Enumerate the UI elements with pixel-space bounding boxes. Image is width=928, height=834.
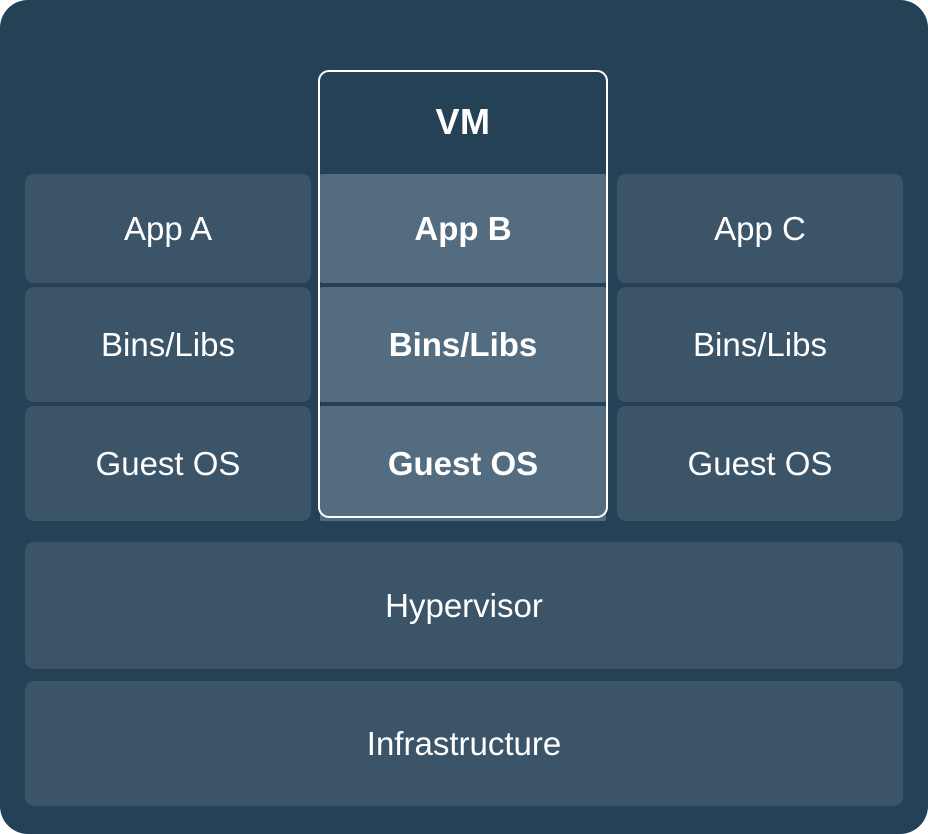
cell-label: App A (123, 209, 213, 247)
cell-label: Bins/Libs (101, 325, 235, 363)
cell-label: App C (714, 209, 806, 247)
layer-label: Infrastructure (366, 724, 562, 762)
cell-label: Guest OS (687, 444, 833, 482)
cell-label: Guest OS (95, 444, 241, 482)
cell-app-b: App B (320, 174, 606, 283)
cell-guest-os-b: Guest OS (320, 406, 606, 521)
layer-hypervisor: Hypervisor (25, 542, 903, 669)
vm-label: VM (435, 101, 491, 142)
layer-label: Hypervisor (385, 586, 543, 624)
cell-label: App B (414, 209, 512, 247)
cell-bins-libs-c: Bins/Libs (617, 287, 903, 402)
cell-label: Bins/Libs (693, 325, 827, 363)
cell-app-c: App C (617, 174, 903, 283)
cell-label: Guest OS (387, 444, 539, 482)
cell-label: Bins/Libs (388, 325, 538, 363)
vm-frame-title: VM (318, 70, 608, 174)
cell-guest-os-c: Guest OS (617, 406, 903, 521)
cell-bins-libs-b: Bins/Libs (320, 287, 606, 402)
cell-bins-libs-a: Bins/Libs (25, 287, 311, 402)
cell-guest-os-a: Guest OS (25, 406, 311, 521)
layer-infrastructure: Infrastructure (25, 681, 903, 806)
cell-app-a: App A (25, 174, 311, 283)
